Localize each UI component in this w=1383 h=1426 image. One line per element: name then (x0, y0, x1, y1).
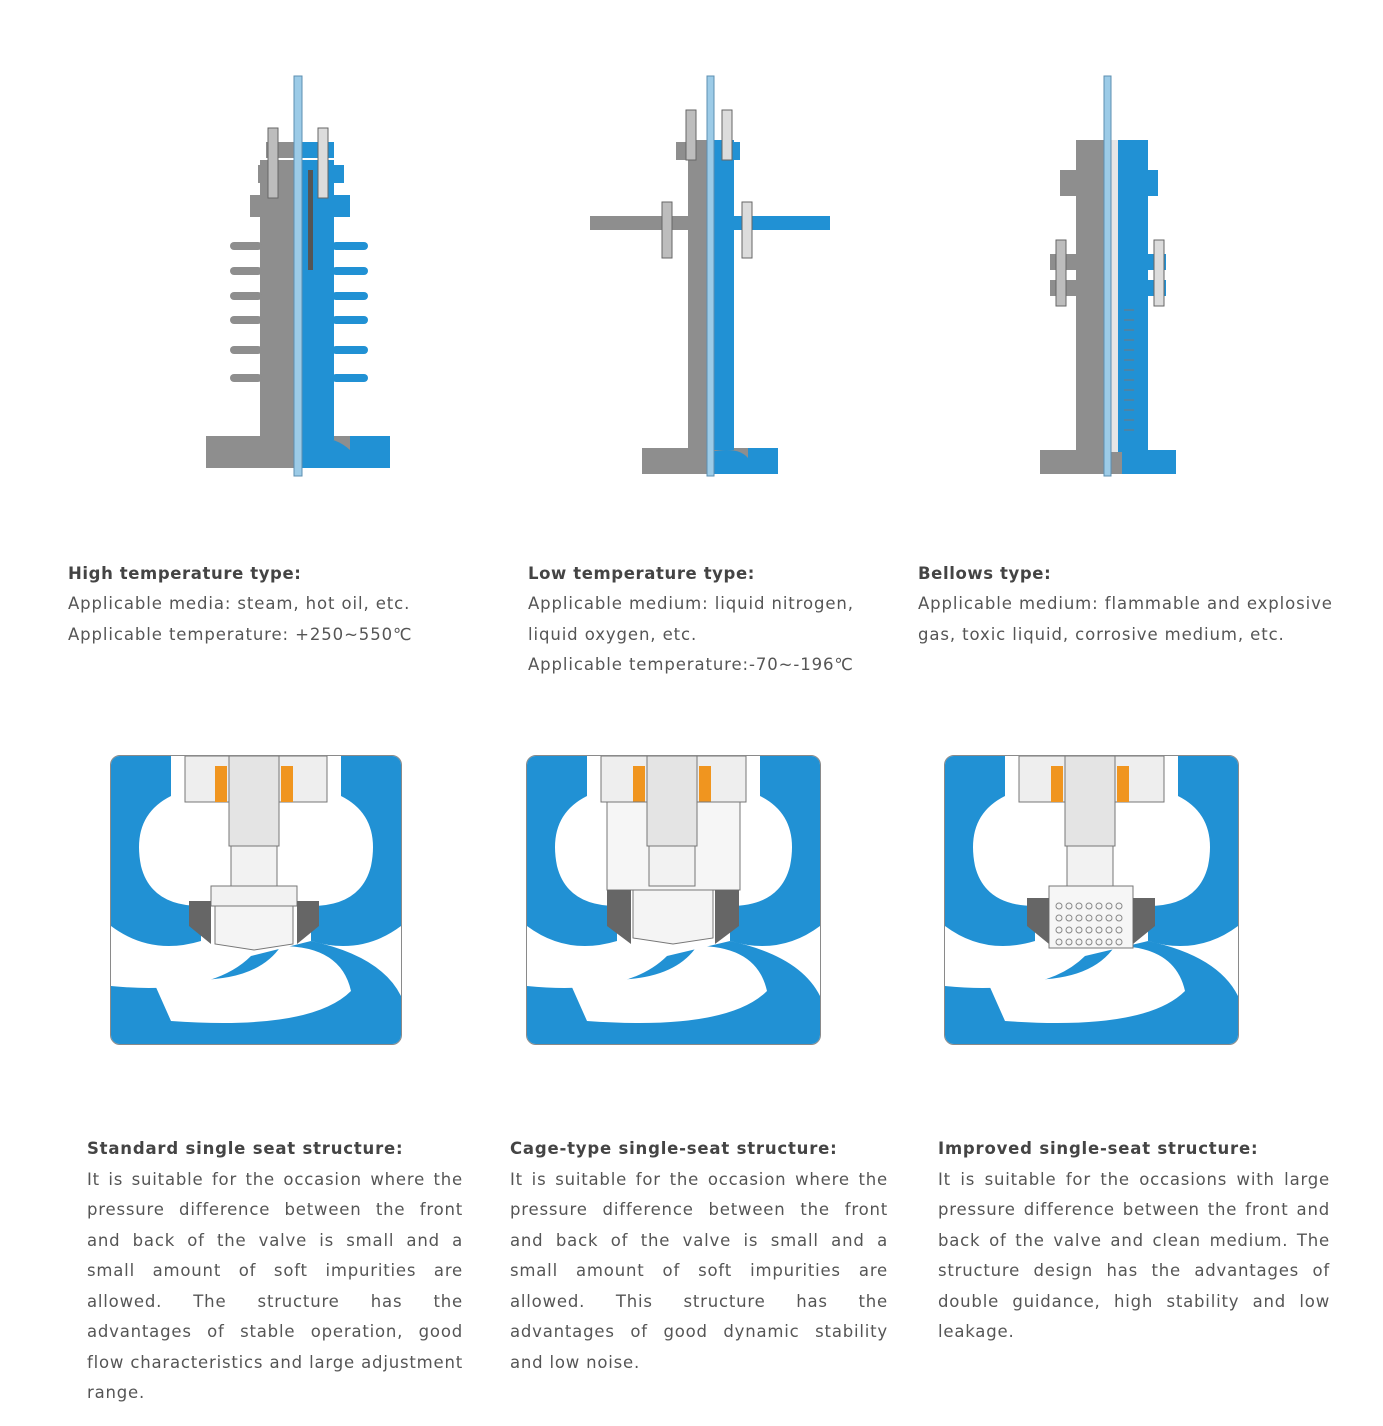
type-line: Applicable temperature:-70~-196℃ (528, 654, 854, 674)
standard-seat-illustration (110, 755, 402, 1045)
structure-cage: Cage-type single-seat structure: It is s… (510, 1134, 888, 1378)
type-high-temperature: High temperature type: Applicable media:… (68, 559, 488, 650)
structure-text: It is suitable for the occasion where th… (87, 1169, 463, 1403)
type-line: gas, toxic liquid, corrosive medium, etc… (918, 624, 1285, 644)
type-bellows: Bellows type: Applicable medium: flammab… (918, 559, 1358, 650)
structure-title: Improved single-seat structure: (938, 1139, 1259, 1158)
cage-seat-illustration (526, 755, 821, 1045)
type-line: Applicable medium: liquid nitrogen, (528, 594, 854, 614)
structure-title: Standard single seat structure: (87, 1139, 404, 1158)
type-title: Bellows type: (918, 564, 1052, 583)
structure-title: Cage-type single-seat structure: (510, 1139, 838, 1158)
type-line: Applicable medium: flammable and explosi… (918, 594, 1333, 614)
type-line: liquid oxygen, etc. (528, 624, 698, 644)
structure-improved: Improved single-seat structure: It is su… (938, 1134, 1330, 1348)
high-temperature-bonnet-illustration (206, 75, 390, 477)
type-low-temperature: Low temperature type: Applicable medium:… (528, 559, 908, 680)
type-line: Applicable temperature: +250~550℃ (68, 624, 413, 644)
structure-text: It is suitable for the occasions with la… (938, 1169, 1330, 1342)
low-temperature-bonnet-illustration (590, 75, 830, 477)
structure-text: It is suitable for the occasion where th… (510, 1169, 888, 1372)
type-title: Low temperature type: (528, 564, 755, 583)
type-line: Applicable media: steam, hot oil, etc. (68, 594, 411, 614)
structure-standard: Standard single seat structure: It is su… (87, 1134, 463, 1409)
type-title: High temperature type: (68, 564, 302, 583)
bellows-bonnet-illustration (1040, 75, 1176, 477)
improved-seat-illustration (944, 755, 1239, 1045)
